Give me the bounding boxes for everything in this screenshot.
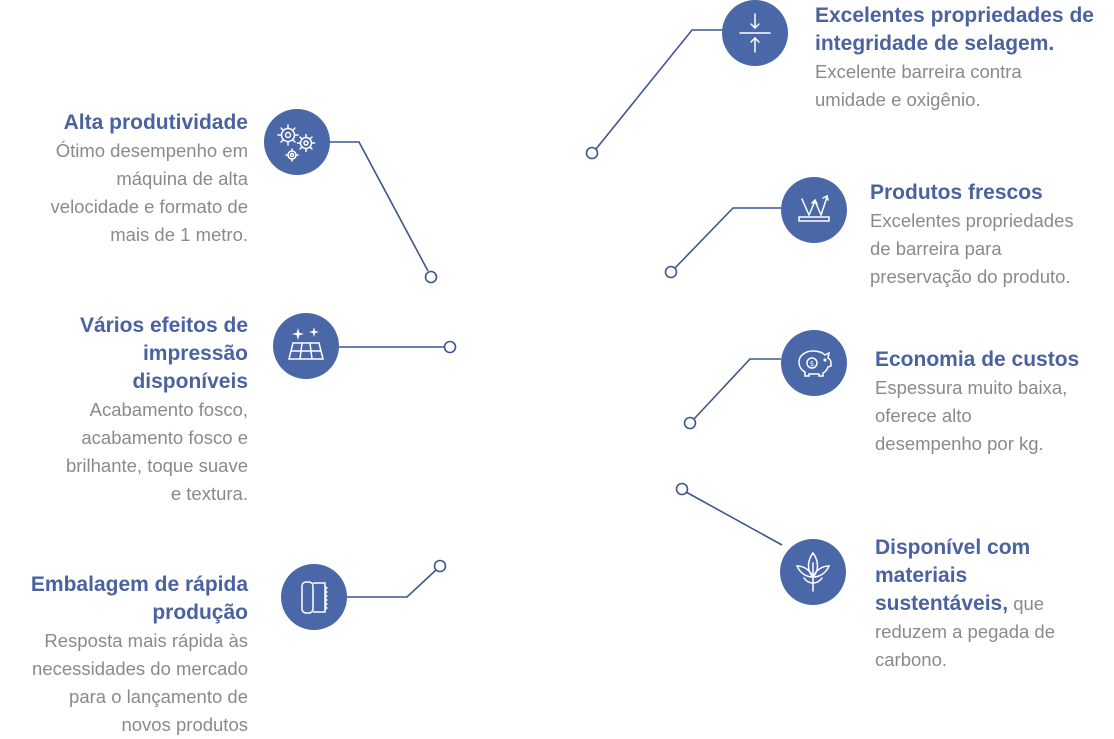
sparkle-grid-icon [273,313,339,379]
feature-title: Excelentes propriedades de integridade d… [815,4,1094,55]
feature-materiais-sustentaveis: Disponível com materiais sustentáveis, q… [875,534,1055,674]
film-roll-icon [281,564,347,630]
connector-dot-materiais-sustentaveis [675,482,689,496]
feature-title: Vários efeitos de impressão disponíveis [79,314,248,393]
feature-title: Embalagem de rápida produção [30,573,248,624]
connector-dot-rapida-producao [433,559,447,573]
leaves-icon [780,539,846,605]
connector-materiais-sustentaveis [685,491,783,546]
feature-rapida-producao: Embalagem de rápida produção Resposta ma… [31,571,248,739]
feature-description: Ótimo desempenho em máquina de alta velo… [50,140,248,245]
feature-title: Economia de custos [875,348,1080,371]
feature-economia-custos: Economia de custos Espessura muito baixa… [875,346,1079,458]
feature-title: Produtos frescos [870,181,1043,204]
feature-integridade-selagem: Excelentes propriedades de integridade d… [815,2,1094,114]
barrier-reflect-icon [781,177,847,243]
feature-efeitos-impressao: Vários efeitos de impressão disponíveis … [66,312,248,508]
connector-rapida-producao [343,569,437,598]
feature-description: Espessura muito baixa, oferece alto dese… [875,377,1068,454]
connector-produtos-frescos [674,207,781,269]
piggy-bank-icon: $ [781,330,847,396]
connector-dot-integridade-selagem [585,146,599,160]
feature-description: Acabamento fosco, acabamento fosco e bri… [65,399,248,504]
connector-integridade-selagem [595,29,723,150]
gears-icon [264,109,330,175]
feature-description: Excelentes propriedades de barreira para… [870,210,1074,287]
feature-description: Excelente barreira contra umidade e oxig… [815,61,1022,110]
feature-produtos-frescos: Produtos frescos Excelentes propriedades… [870,179,1074,291]
connector-alta-produtividade [330,141,429,272]
feature-alta-produtividade: Alta produtividade Ótimo desempenho em m… [51,109,248,249]
feature-title: Alta produtividade [63,111,248,134]
feature-title: Disponível com materiais sustentáveis, q… [875,536,1045,615]
connector-dot-economia-custos [683,416,697,430]
feature-description: reduzem a pegada de carbono. [875,621,1055,670]
connector-dot-efeitos-impressao [443,340,457,354]
seal-arrows-icon [722,0,788,66]
feature-description: Resposta mais rápida às necessidades do … [32,630,248,735]
connector-dot-alta-produtividade [424,270,438,284]
connector-economia-custos [693,358,781,420]
svg-text:$: $ [810,360,814,368]
connector-dot-produtos-frescos [664,265,678,279]
